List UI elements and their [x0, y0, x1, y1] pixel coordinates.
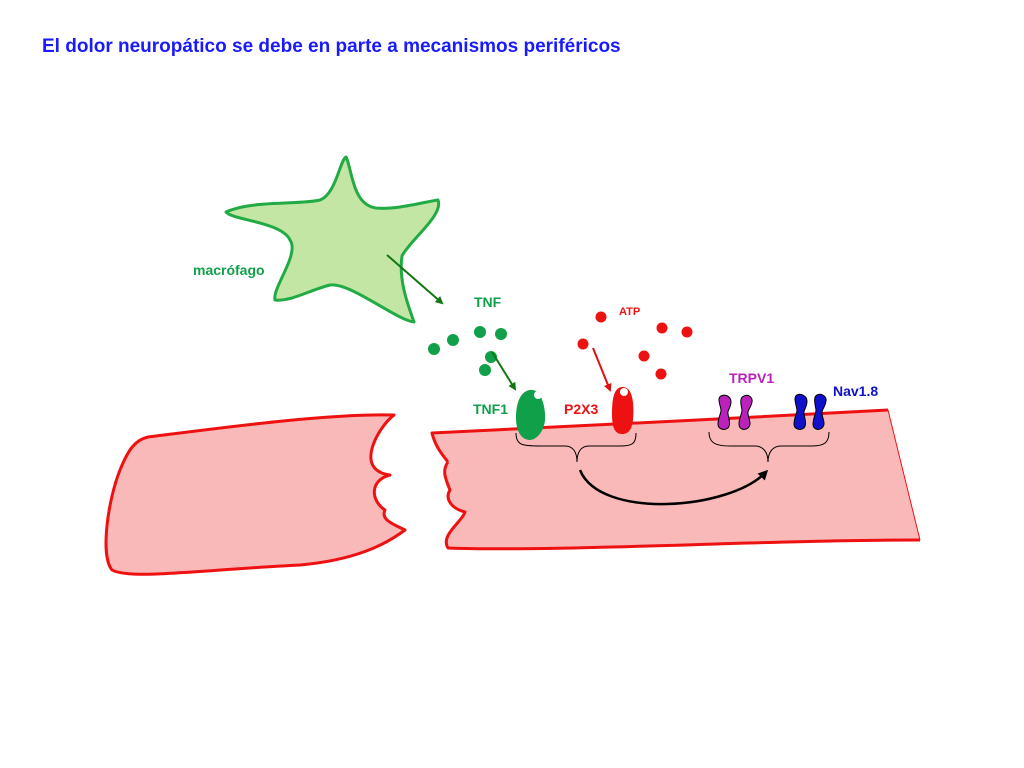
nav18-label: Nav1.8: [833, 383, 878, 399]
neuron-axon: [432, 410, 920, 549]
brace-receptors: [515, 432, 637, 463]
trpv1-label: TRPV1: [729, 370, 774, 386]
tnf1-receptor: [516, 389, 546, 440]
arrow-tnf-to-tnf1: [491, 351, 517, 391]
macrophage-cell: [224, 155, 441, 324]
tnf1-label: TNF1: [473, 401, 508, 417]
p2x3-label: P2X3: [564, 401, 598, 417]
tnf-molecules: [428, 326, 507, 376]
macrophage-label: macrófago: [193, 262, 265, 278]
atp-label: ATP: [619, 306, 640, 318]
neuron-left-fragment: [104, 413, 407, 576]
atp-molecules: [577, 311, 693, 380]
trpv1-channel: [717, 394, 753, 430]
neuron-axon-membrane-bottom: [443, 461, 921, 551]
neuron-axon-end: [887, 409, 921, 541]
modulation-arrow: [578, 469, 769, 506]
page-title: El dolor neuropático se debe en parte a …: [42, 36, 621, 57]
nav18-channel: [793, 393, 827, 430]
arrow-atp-to-p2x3: [592, 347, 612, 392]
tnf-label: TNF: [474, 294, 502, 310]
arrow-macrophage-to-tnf: [386, 254, 444, 305]
brace-channels: [708, 431, 830, 463]
p2x3-receptor: [612, 386, 634, 434]
